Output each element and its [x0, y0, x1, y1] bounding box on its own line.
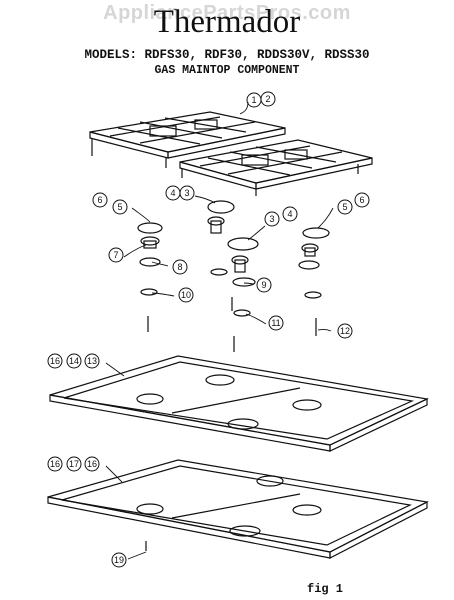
orifice-ring-right	[304, 291, 322, 299]
callout-4-right: 4	[287, 209, 292, 219]
callout-11: 11	[271, 318, 280, 328]
figure-label: fig 1	[307, 582, 344, 596]
burner-cap-center-right	[227, 237, 259, 251]
burner-head-left	[140, 236, 160, 246]
burner-cap-center-left	[207, 200, 235, 214]
burner-base-right	[304, 247, 316, 257]
burner-base-center-right	[234, 259, 246, 273]
burner-cap-left	[137, 222, 163, 234]
callout-2: 2	[265, 94, 270, 104]
orifice-ring-center	[210, 268, 228, 276]
callout-6-right: 6	[359, 195, 364, 205]
callout-16-upper: 16	[50, 356, 60, 366]
callout-3-right: 3	[269, 214, 274, 224]
watermark: AppliancePartsPros.com	[103, 2, 351, 24]
burner-head-center-left	[207, 216, 225, 226]
left-burner-grate	[89, 111, 286, 168]
orifice-ring-left	[140, 288, 158, 296]
callout-12: 12	[340, 326, 350, 336]
callout-16-lower-b: 16	[87, 459, 97, 469]
orifice-ring-lower	[233, 309, 251, 317]
callout-6: 6	[97, 195, 102, 205]
callout-17: 17	[69, 459, 79, 469]
callout-7: 7	[113, 250, 118, 260]
burner-base-left	[143, 240, 157, 249]
burner-base-ring-left	[139, 257, 161, 267]
maintop-upper	[49, 355, 429, 452]
burner-base-center-left	[210, 220, 222, 234]
right-burner-grate	[179, 139, 373, 196]
callout-19: 19	[114, 555, 124, 565]
component-subtitle: GAS MAINTOP COMPONENT	[154, 64, 300, 77]
callout-5: 5	[117, 202, 122, 212]
burner-base-ring-right	[298, 260, 320, 270]
callout-13: 13	[87, 356, 97, 366]
burner-base-ring-center	[232, 277, 256, 287]
callout-10: 10	[181, 290, 191, 300]
callout-5-right: 5	[342, 202, 347, 212]
brand-title: Thermador	[153, 4, 301, 40]
callout-14: 14	[69, 356, 79, 366]
callout-3: 3	[184, 188, 189, 198]
callout-8: 8	[177, 262, 182, 272]
burner-head-center-right	[231, 255, 249, 265]
burner-cap-right	[302, 227, 330, 239]
callout-9: 9	[261, 280, 266, 290]
callout-4: 4	[170, 188, 175, 198]
maintop-lower	[47, 459, 429, 559]
models-line: MODELS: RDFS30, RDF30, RDDS30V, RDSS30	[84, 48, 370, 62]
callout-1: 1	[251, 95, 256, 105]
callout-16-lower-a: 16	[50, 459, 60, 469]
burner-head-right	[301, 243, 319, 253]
